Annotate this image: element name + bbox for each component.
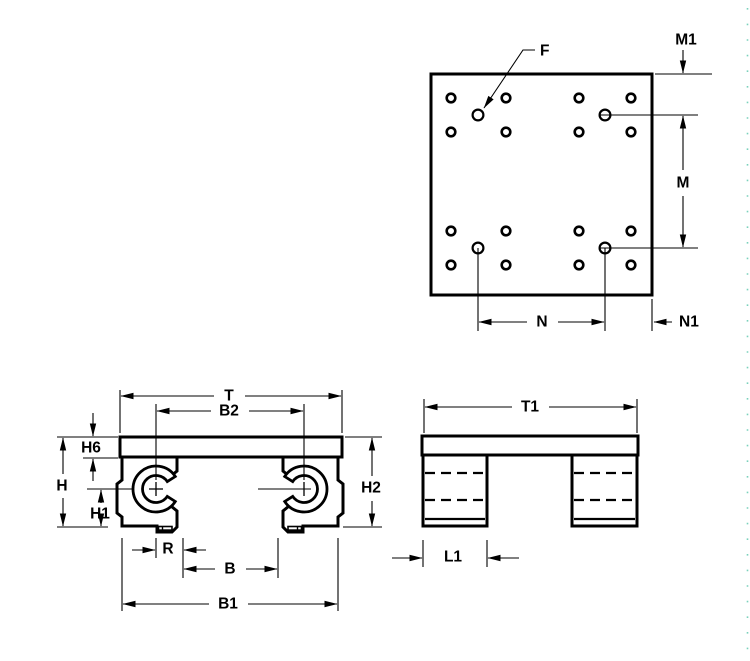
- top-plate-front: [118, 435, 344, 459]
- plan-view: F M1 M N N1: [429, 32, 712, 331]
- leg-left: [421, 453, 489, 528]
- center-cross-left: [149, 482, 163, 496]
- mounting-hole: [625, 259, 637, 271]
- plate-outline: [429, 72, 654, 297]
- f-hole: [598, 241, 612, 255]
- dim-label-n1: N1: [679, 314, 699, 331]
- mounting-hole: [573, 92, 585, 104]
- dim-label-n: N: [536, 314, 547, 331]
- dim-label-h2: H2: [361, 480, 381, 497]
- hole-cluster-top-right: [573, 92, 637, 138]
- mounting-hole: [445, 126, 457, 138]
- top-plate-side: [420, 434, 640, 457]
- mounting-hole: [625, 92, 637, 104]
- f-hole: [471, 241, 485, 255]
- mounting-hole: [445, 225, 457, 237]
- dim-label-t1: T1: [521, 399, 539, 416]
- dim-label-m: M: [677, 175, 690, 192]
- mounting-hole: [500, 92, 512, 104]
- side-view: T1 L1: [392, 399, 640, 567]
- seal-strip-left: [157, 525, 173, 531]
- dim-label-t: T: [224, 388, 234, 405]
- mounting-hole: [625, 126, 637, 138]
- dim-label-h1: H1: [90, 506, 110, 523]
- mounting-hole: [445, 92, 457, 104]
- dim-label-h6: H6: [81, 440, 101, 457]
- mounting-hole: [573, 259, 585, 271]
- mounting-hole: [500, 259, 512, 271]
- front-view: T B2: [56, 388, 382, 613]
- hole-cluster-top-left: [445, 92, 512, 138]
- dim-label-b1: B1: [218, 596, 238, 613]
- dim-label-h: H: [56, 478, 67, 495]
- leg-right: [570, 453, 639, 528]
- f-hole: [598, 108, 612, 122]
- hole-cluster-bottom-right: [573, 225, 637, 271]
- seal-strip-right: [287, 525, 303, 531]
- bearing-ring-left: [131, 464, 178, 514]
- mounting-hole: [625, 225, 637, 237]
- mounting-hole: [445, 259, 457, 271]
- dim-label-m1: M1: [675, 32, 697, 49]
- dim-label-r: R: [162, 541, 173, 558]
- mounting-hole: [500, 126, 512, 138]
- bearing-ring-right: [282, 464, 329, 514]
- dim-label-l1: L1: [444, 549, 462, 566]
- dim-label-b: B: [224, 561, 235, 578]
- f-leader-arrow: [483, 49, 535, 109]
- dim-label-b2: B2: [219, 403, 239, 420]
- f-hole: [471, 108, 485, 122]
- hole-cluster-bottom-left: [445, 225, 512, 271]
- mounting-hole: [573, 225, 585, 237]
- dim-label-f: F: [540, 43, 549, 60]
- mounting-hole: [500, 225, 512, 237]
- mounting-hole: [573, 126, 585, 138]
